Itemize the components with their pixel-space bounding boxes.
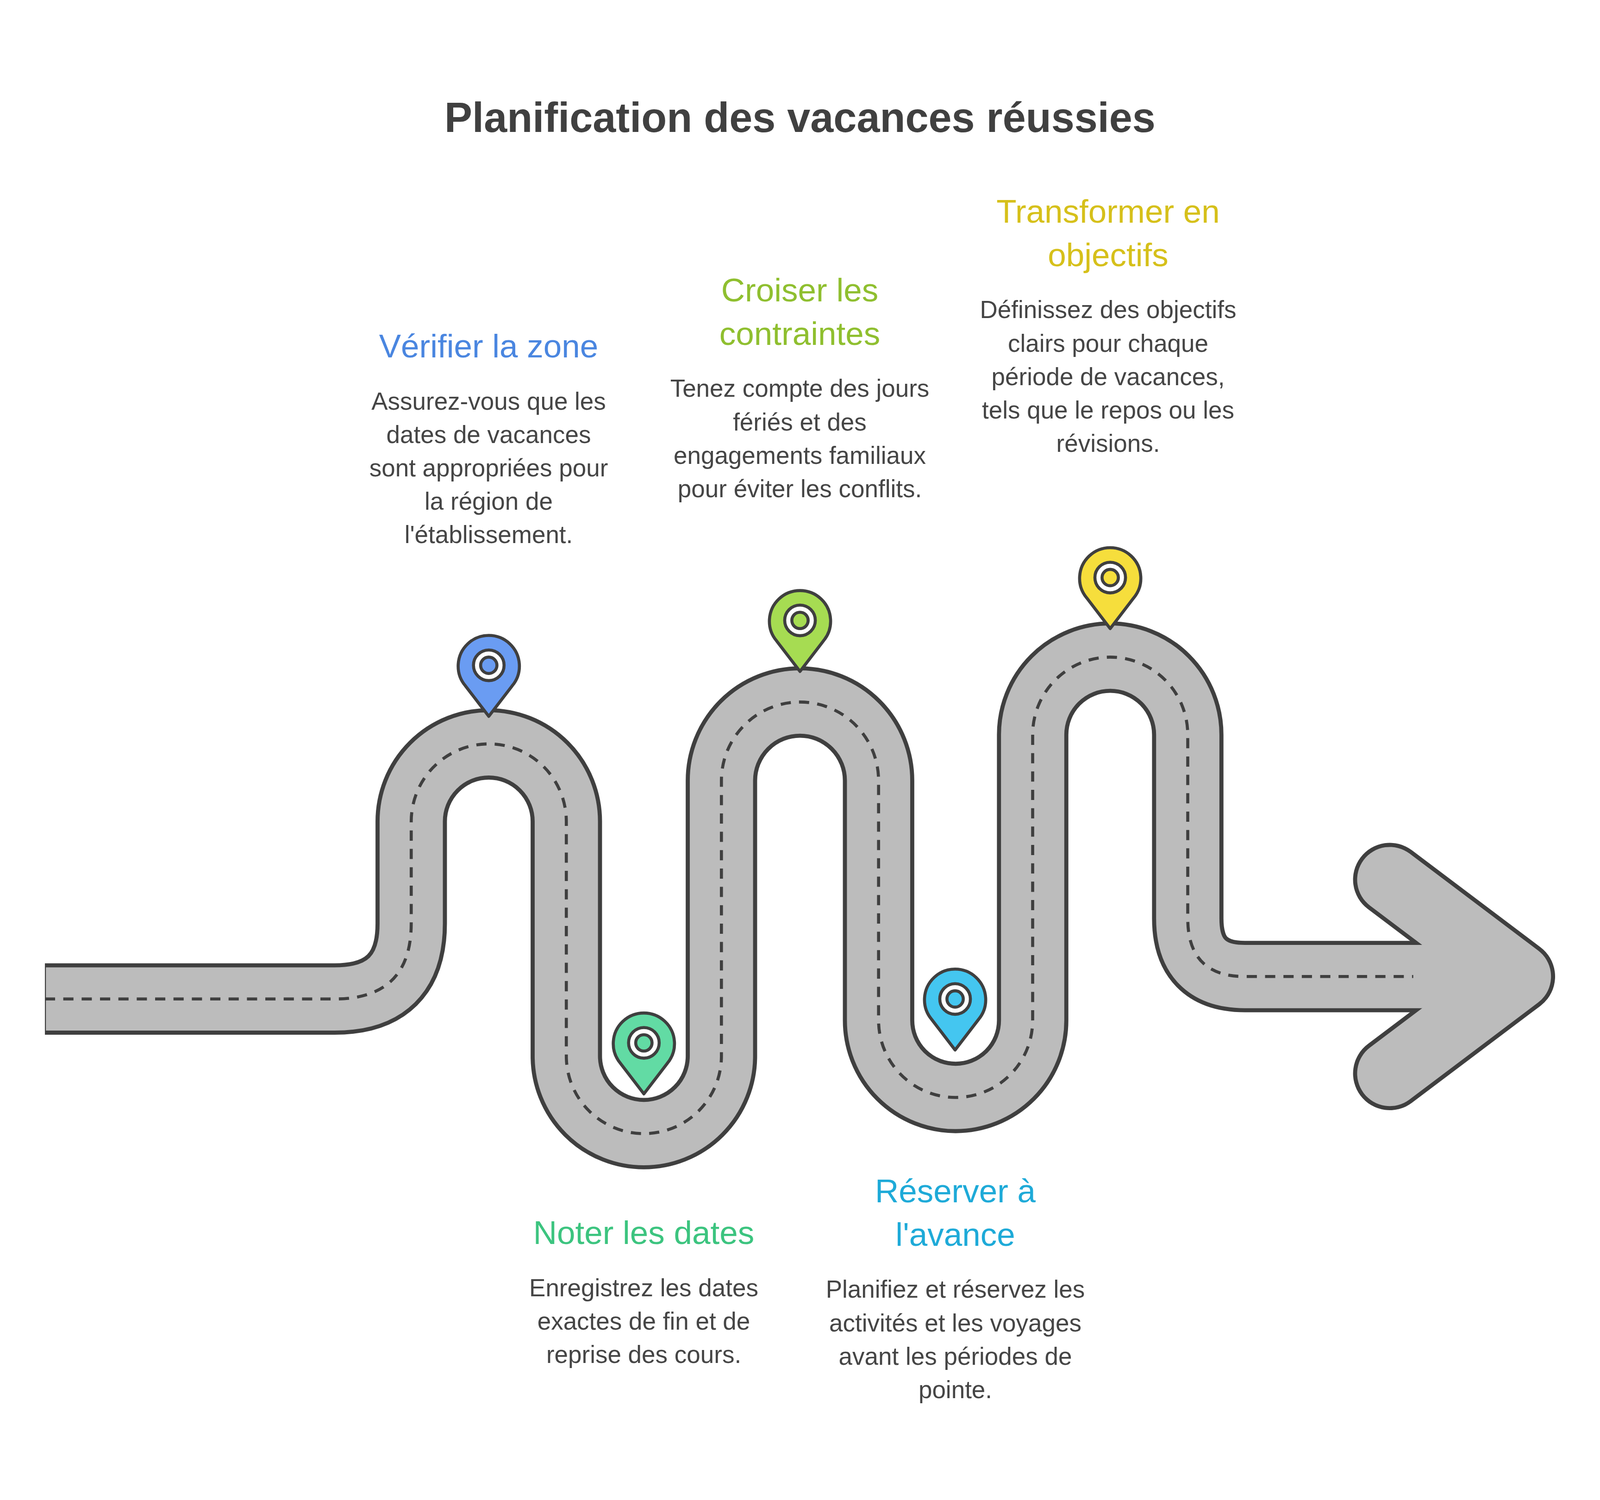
milestone-heading: Réserver à l'avance (821, 1169, 1089, 1257)
milestone-description: Planifiez et réservez les activités et l… (821, 1272, 1089, 1407)
milestone-heading: Croiser les contraintes (666, 268, 934, 356)
milestone-description: Définissez des objectifs clairs pour cha… (979, 293, 1237, 460)
milestone-block: Transformer en objectifsDéfinissez des o… (979, 189, 1237, 461)
milestone-description: Assurez-vous que les dates de vacances s… (361, 384, 617, 552)
milestone-heading: Transformer en objectifs (979, 189, 1237, 277)
milestone-block: Noter les datesEnregistrez les dates exa… (510, 1211, 778, 1372)
milestone-block: Croiser les contraintesTenez compte des … (666, 268, 934, 506)
milestone-heading: Noter les dates (510, 1211, 778, 1255)
milestone-heading: Vérifier la zone (361, 324, 617, 369)
diagram-title: Planification des vacances réussies (0, 93, 1600, 142)
milestone-block: Vérifier la zoneAssurez-vous que les dat… (361, 324, 617, 552)
milestone-description: Tenez compte des jours fériés et des eng… (666, 371, 934, 506)
milestone-description: Enregistrez les dates exactes de fin et … (510, 1271, 778, 1372)
milestone-block: Réserver à l'avancePlanifiez et réservez… (821, 1169, 1089, 1407)
